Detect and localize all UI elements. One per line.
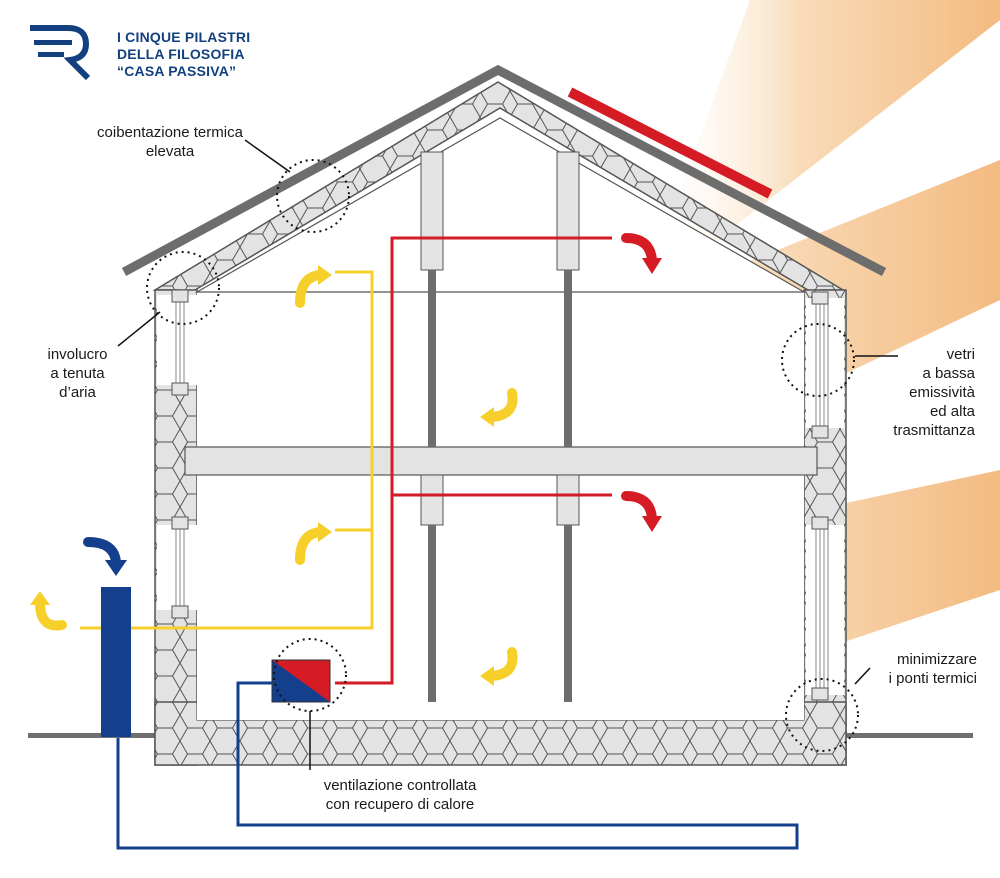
curved-arrow-icon — [480, 388, 518, 427]
fresh-air-ducts — [80, 270, 374, 630]
label-thermal-bridges: minimizzare i ponti termici — [888, 651, 977, 687]
page-title: I CINQUE PILASTRI DELLA FILOSOFIA “CASA … — [117, 29, 250, 80]
roof — [121, 64, 887, 276]
curved-arrow-icon — [480, 647, 518, 686]
label-insulation: coibentazione termica elevata — [97, 124, 243, 160]
curved-arrow-icon — [83, 537, 127, 576]
interior-columns — [420, 151, 580, 702]
curved-arrow-icon — [295, 522, 332, 565]
right-windows — [806, 291, 844, 701]
solar-panel — [567, 87, 773, 199]
red-warm-air-arrows — [621, 233, 662, 532]
yellow-fresh-air-arrows — [30, 265, 518, 686]
blue-exhaust-arrow — [83, 537, 127, 576]
left-windows — [157, 289, 197, 619]
title-line-2: DELLA FILOSOFIA — [117, 46, 245, 62]
label-windows: vetri a bassa emissività ed alta trasmit… — [893, 346, 975, 439]
label-ventilation: ventilazione controllata con recupero di… — [323, 777, 477, 813]
warm-air-ducts — [335, 236, 612, 685]
callout-circles — [146, 159, 859, 752]
curved-arrow-icon — [30, 591, 67, 631]
leader-lines — [117, 139, 898, 770]
title-line-3: “CASA PASSIVA” — [117, 63, 237, 79]
exhaust-chimney — [101, 587, 131, 737]
heat-recovery-unit — [271, 659, 331, 703]
label-airtight: involucro a tenuta d’aria — [47, 346, 108, 401]
exhaust-ducts — [116, 681, 799, 850]
ground-line — [28, 733, 973, 738]
curved-arrow-icon — [621, 233, 662, 274]
stylized-R-logo-icon — [30, 25, 91, 81]
title-line-1: I CINQUE PILASTRI — [117, 29, 251, 45]
curved-arrow-icon — [621, 491, 662, 532]
curved-arrow-icon — [295, 265, 332, 308]
middle-floor-slab — [184, 446, 818, 476]
